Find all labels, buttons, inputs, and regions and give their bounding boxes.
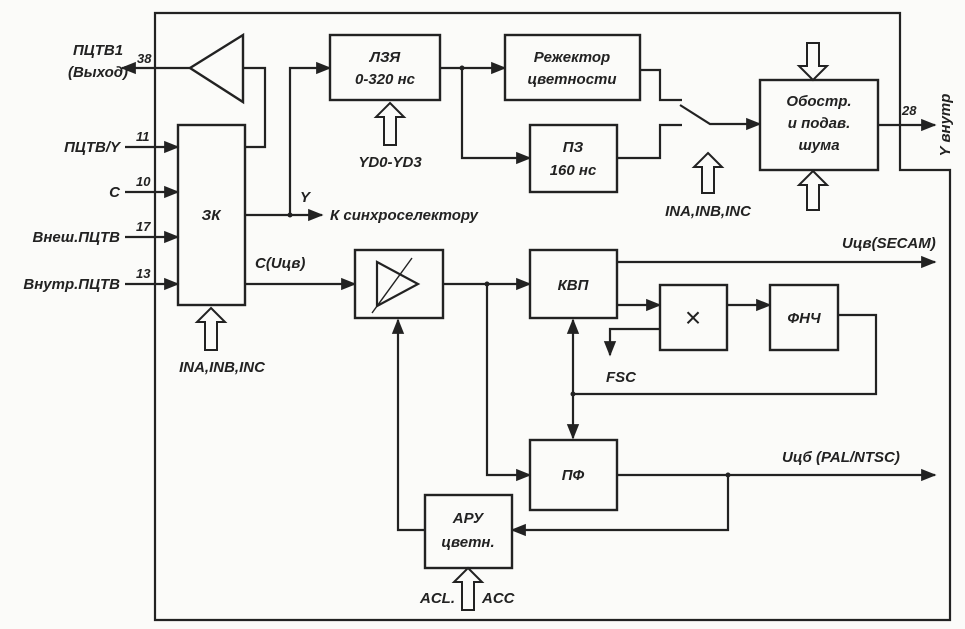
pin-10-label: C [109, 184, 121, 201]
fsc-label: FSC [606, 369, 637, 386]
control-arrow-switch [691, 151, 725, 194]
multiplier-label: × [685, 302, 701, 333]
control-arrow-top [796, 42, 830, 82]
delay160-block [528, 123, 619, 194]
switch-control-label: INA,INB,INC [665, 203, 752, 220]
pin-11-label: ПЦТВ/Y [64, 139, 122, 156]
control-arrow-delay [373, 101, 407, 146]
switch-blade [679, 104, 762, 131]
pin-17-number: 17 [136, 219, 151, 234]
notch-label1: Режектор [534, 49, 610, 66]
pin-38-label: ПЦТВ1 [73, 42, 123, 59]
gain-amp-block [353, 248, 445, 320]
sharpen-noise-block [758, 78, 880, 172]
sharpen-label3: шума [798, 137, 839, 154]
pin-28-number: 28 [901, 103, 917, 118]
notch-filter-block [503, 33, 642, 102]
pin-10-number: 10 [136, 174, 151, 189]
bandpass-block [528, 438, 619, 512]
control-arrow-agc [451, 566, 485, 611]
sharpen-label1: Обостр. [786, 93, 851, 110]
pin-17-label: Внеш.ПЦТВ [33, 229, 121, 246]
delay160-label2: 160 нс [550, 162, 597, 179]
pin-13-label: Внутр.ПЦТВ [23, 276, 120, 293]
wire-y-delay [288, 61, 332, 215]
control-arrow-zk [194, 306, 228, 351]
agc-label1: АРУ [452, 510, 485, 527]
switch-block-label: ЗК [202, 207, 223, 224]
y-label: Y [300, 189, 312, 206]
notch-label2: цветности [527, 71, 616, 88]
variable-amp-icon [375, 260, 421, 308]
delay-line-block [328, 33, 442, 102]
wire-notch-switch [640, 68, 682, 102]
agc-label2: цветн. [441, 534, 494, 551]
wire-pz-switch [617, 123, 682, 160]
ydo-label: YD0-YD3 [358, 154, 422, 171]
multiplier-block [658, 283, 729, 352]
delay-line-label1: ЛЗЯ [369, 49, 402, 66]
lpf-label: ФНЧ [787, 310, 821, 327]
wire-delay-pz [460, 68, 532, 165]
c-signal-label: C(Uцв) [255, 255, 305, 272]
wire-fsc [603, 327, 660, 357]
wire-lpf-feedback [573, 313, 878, 396]
variable-amp-slash [371, 257, 413, 314]
chip-outline [153, 11, 952, 622]
pin-38-number: 38 [137, 51, 152, 66]
to-sync-label: К синхроселектору [330, 207, 479, 224]
lpf-block [768, 283, 840, 352]
kvp-label: КВП [558, 277, 590, 294]
wire-agc-amp [391, 318, 425, 532]
control-label-zk: INA,INB,INC [179, 359, 266, 376]
pin-13-number: 13 [136, 266, 151, 281]
delay160-label1: ПЗ [563, 139, 584, 156]
wire-pf-agc [510, 475, 730, 537]
delay-line-label2: 0-320 нс [355, 71, 416, 88]
secam-label: Uцв(SECAM) [842, 235, 936, 252]
agc-block [423, 493, 514, 570]
control-arrow-bottom [796, 169, 830, 211]
acc-label: ACC [481, 590, 516, 607]
wire-feedback [243, 66, 267, 149]
pin-38-label2: (Выход) [68, 64, 128, 81]
acl-label: ACL. [419, 590, 455, 607]
bandpass-label: ПФ [562, 467, 585, 484]
output-amplifier [187, 32, 245, 105]
y-out-label: Y внутр [937, 94, 954, 157]
wire-amp-pf [485, 284, 532, 482]
kvp-block [528, 248, 619, 320]
sharpen-label2: и подав. [788, 115, 851, 132]
pin-11-number: 11 [136, 129, 150, 144]
pal-label: Uцб (PAL/NTSC) [782, 449, 900, 466]
